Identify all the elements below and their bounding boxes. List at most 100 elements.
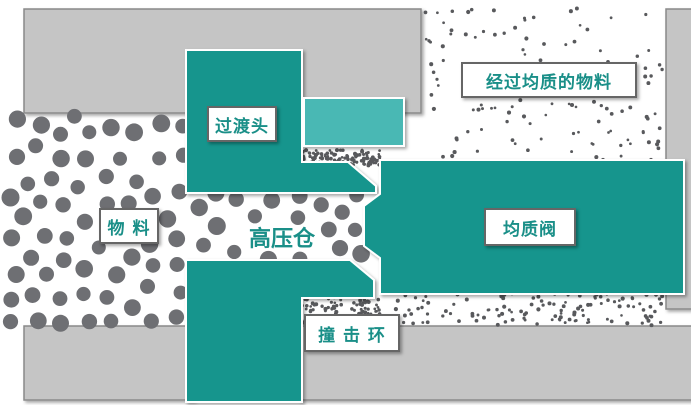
- small-particle: [358, 298, 363, 303]
- small-particle: [536, 307, 541, 312]
- small-particle: [564, 43, 568, 47]
- small-particle: [635, 54, 640, 58]
- large-particle: [113, 151, 127, 166]
- small-particle: [318, 156, 322, 160]
- small-particle: [578, 23, 582, 27]
- large-particle: [352, 245, 370, 263]
- large-particle: [320, 221, 337, 238]
- small-particle: [609, 16, 613, 20]
- small-particle: [363, 306, 367, 310]
- small-particle: [407, 308, 411, 312]
- label-high-pressure-chamber: 高压仓: [248, 227, 315, 252]
- large-particle: [334, 204, 350, 220]
- large-particle: [70, 180, 85, 195]
- small-particle: [528, 122, 532, 126]
- small-particle: [544, 113, 548, 117]
- small-particle: [341, 148, 345, 152]
- large-particle: [196, 237, 211, 253]
- small-particle: [505, 119, 509, 124]
- large-particle: [171, 183, 188, 200]
- small-particle: [660, 294, 665, 299]
- label-impact-ring: 撞 击 环: [304, 314, 400, 352]
- small-particle: [510, 138, 515, 142]
- small-particle: [441, 58, 445, 63]
- small-particle: [346, 157, 350, 162]
- small-particle: [365, 299, 370, 304]
- housing-bottom-left: [23, 325, 195, 401]
- small-particle: [308, 309, 313, 314]
- large-particle: [173, 285, 188, 300]
- small-particle: [475, 149, 479, 153]
- small-particle: [375, 303, 378, 307]
- small-particle: [503, 320, 508, 324]
- small-particle: [649, 323, 654, 328]
- small-particle: [333, 301, 337, 305]
- small-particle: [626, 304, 631, 308]
- large-particle: [8, 110, 26, 128]
- large-particle: [55, 197, 71, 213]
- large-particle: [168, 230, 186, 248]
- small-particle: [421, 299, 425, 303]
- small-particle: [552, 302, 556, 306]
- small-particle: [431, 106, 436, 111]
- small-particle: [521, 48, 525, 52]
- small-particle: [334, 309, 339, 314]
- small-particle: [411, 321, 415, 326]
- small-particle: [599, 302, 603, 305]
- small-particle: [648, 304, 653, 309]
- small-particle: [425, 312, 430, 316]
- small-particle: [395, 298, 400, 303]
- small-particle: [473, 35, 477, 39]
- small-particle: [539, 137, 543, 141]
- small-particle: [343, 156, 347, 160]
- small-particle: [335, 303, 339, 308]
- small-particle: [309, 305, 313, 308]
- small-particle: [619, 154, 623, 158]
- small-particle: [569, 102, 575, 108]
- large-particle: [33, 194, 48, 209]
- small-particle: [450, 153, 455, 159]
- small-particle: [564, 301, 567, 304]
- small-particle: [452, 302, 456, 306]
- large-particle: [76, 213, 93, 230]
- large-particle: [24, 287, 41, 303]
- small-particle: [510, 310, 513, 314]
- small-particle: [502, 304, 507, 309]
- small-particle: [474, 318, 479, 323]
- small-particle: [464, 297, 469, 302]
- large-particle: [152, 151, 167, 166]
- small-particle: [538, 58, 543, 63]
- small-particle: [457, 319, 461, 323]
- small-particle: [553, 314, 558, 318]
- small-particle: [440, 44, 445, 49]
- small-particle: [375, 309, 378, 313]
- small-particle: [513, 25, 518, 30]
- small-particle: [656, 146, 661, 151]
- small-particle: [401, 320, 406, 325]
- transition-head-lower: [185, 259, 375, 403]
- small-particle: [506, 110, 512, 115]
- small-particle: [476, 313, 480, 317]
- large-particle: [23, 249, 40, 266]
- small-particle: [420, 305, 424, 310]
- large-particle: [14, 207, 33, 226]
- light-teal-block: [303, 97, 405, 147]
- label-transition-head: 过渡头: [207, 106, 277, 142]
- small-particle: [593, 295, 597, 299]
- small-particle: [595, 155, 599, 159]
- small-particle: [413, 296, 418, 300]
- small-particle: [620, 296, 625, 301]
- small-particle: [641, 129, 645, 134]
- large-particle: [140, 278, 155, 294]
- small-particle: [521, 114, 527, 119]
- small-particle: [646, 81, 651, 86]
- small-particle: [659, 301, 663, 306]
- large-particle: [52, 149, 70, 168]
- small-particle: [657, 126, 662, 131]
- small-particle: [361, 156, 366, 161]
- large-particle: [52, 291, 68, 306]
- small-particle: [436, 84, 440, 87]
- small-particle: [372, 161, 376, 165]
- small-particle: [452, 150, 457, 155]
- transition-head-upper: [185, 49, 377, 194]
